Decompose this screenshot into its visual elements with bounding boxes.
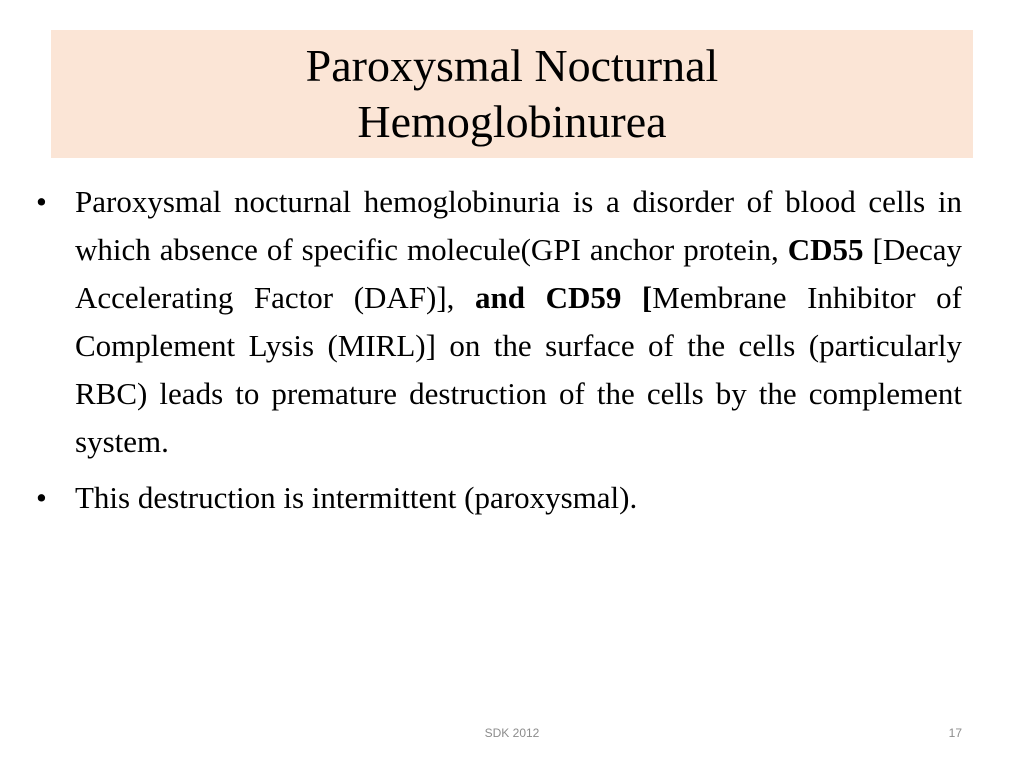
bullet-item-2: • This destruction is intermittent (parox…: [34, 474, 962, 522]
bullet-1-bold-cd55: CD55: [787, 232, 864, 267]
bullet-1-text-part-1: Paroxysmal nocturnal hemoglobinuria is a…: [75, 184, 962, 267]
bullet-1-text-part-3: Membrane Inhibitor of Complement Lysis (…: [75, 280, 962, 459]
bullet-1-bold-cd59: and CD59 [: [475, 280, 653, 315]
bullet-icon: •: [36, 480, 47, 515]
title-box: Paroxysmal Nocturnal Hemoglobinurea: [51, 30, 973, 158]
bullet-2-text: This destruction is intermittent (paroxy…: [75, 480, 638, 515]
bullet-item-1: • Paroxysmal nocturnal hemoglobinuria is …: [34, 178, 962, 466]
footer-text: SDK 2012: [484, 726, 540, 740]
page-number: 17: [948, 726, 962, 740]
bullet-icon: •: [36, 184, 47, 219]
bullet-1-text-part-2: [Decay Accelerating Factor (DAF)],: [75, 232, 962, 315]
slide-title-line-2: Hemoglobinurea: [357, 96, 667, 147]
content-area: • Paroxysmal nocturnal hemoglobinuria is …: [34, 178, 962, 522]
slide-title-line-1: Paroxysmal Nocturnal: [305, 40, 719, 91]
